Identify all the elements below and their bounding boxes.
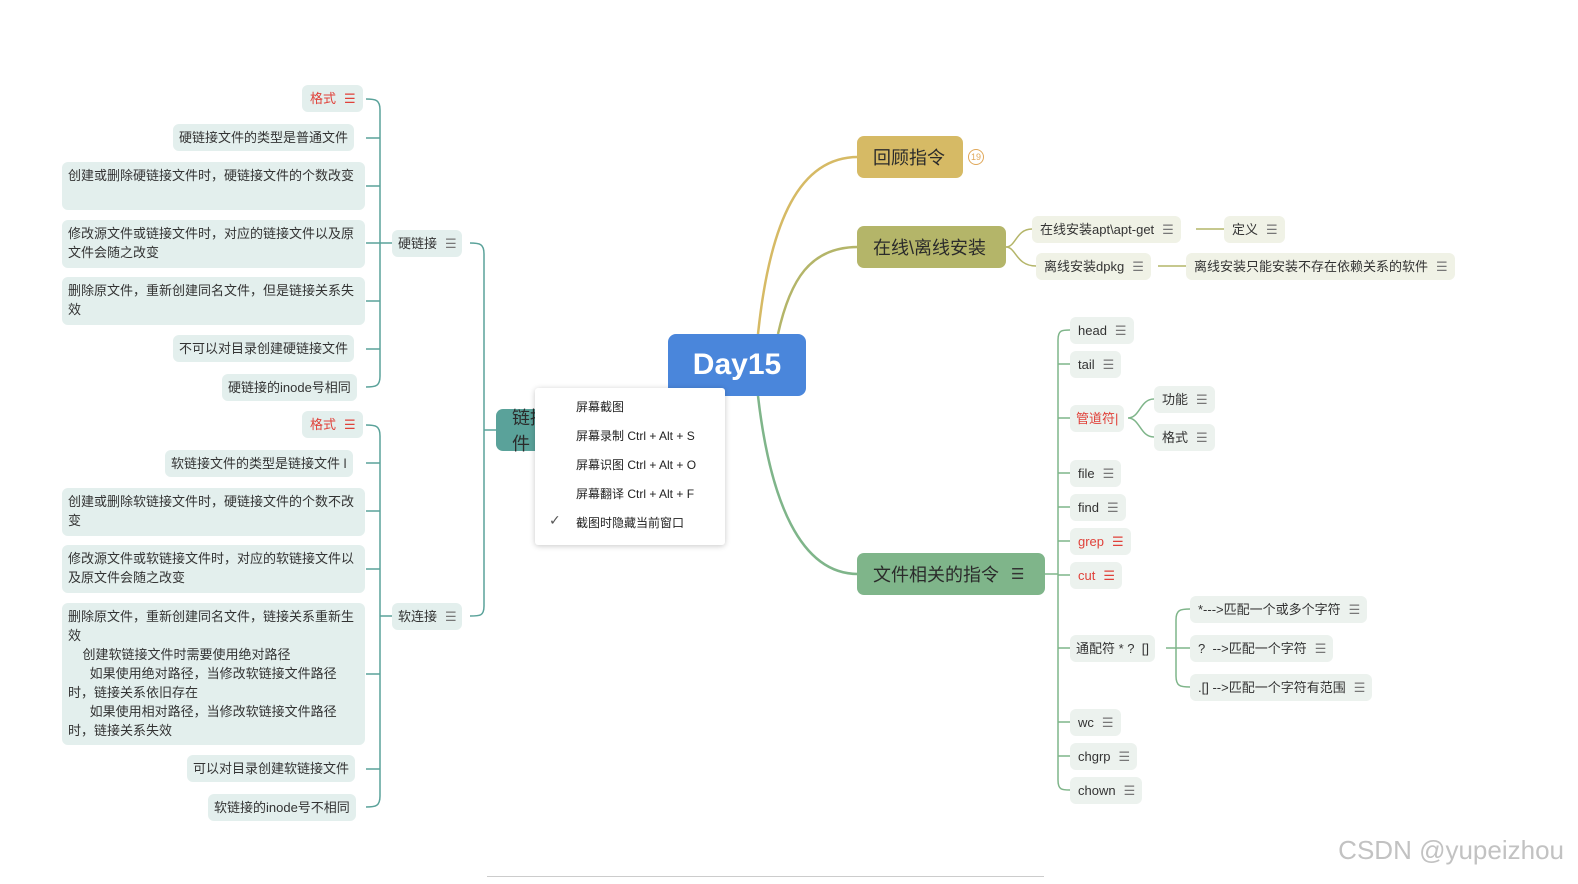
connector-soft-spine <box>365 424 392 808</box>
connector-review <box>756 155 859 335</box>
menu-item-translate[interactable]: 屏幕翻译 Ctrl + Alt + F <box>576 487 695 501</box>
note-icon: ☰ <box>1353 680 1366 695</box>
root-label: Day15 <box>692 348 782 381</box>
branch-review-label: 回顾指令 <box>873 148 945 168</box>
note-icon: ☰ <box>1162 222 1174 237</box>
note-icon: ☰ <box>1118 749 1131 764</box>
node-grep[interactable]: grep☰ <box>1070 528 1131 555</box>
node-find[interactable]: find☰ <box>1070 494 1126 521</box>
connector-links-spine <box>469 242 496 617</box>
node-offline-note[interactable]: 离线安装只能安装不存在依赖关系的软件☰ <box>1186 253 1455 280</box>
note-icon: ☰ <box>445 609 457 624</box>
connector-files <box>756 395 859 576</box>
node-wildcard-bracket[interactable]: .[] -->匹配一个字符有范围☰ <box>1190 674 1373 701</box>
connector-wildcard-sub <box>1166 608 1191 688</box>
watermark: CSDN @yupeizhou <box>1338 835 1564 865</box>
node-file[interactable]: file☰ <box>1070 460 1122 487</box>
node-chown[interactable]: chown☰ <box>1070 777 1143 804</box>
soft-item-format[interactable]: 格式☰ <box>302 411 363 438</box>
branch-files-label: 文件相关的指令 <box>873 565 999 585</box>
check-icon: ✓ <box>549 512 561 528</box>
note-icon: ☰ <box>344 417 356 432</box>
note-icon: ☰ <box>1011 566 1024 583</box>
menu-item-ocr[interactable]: 屏幕识图 Ctrl + Alt + O <box>576 458 697 472</box>
connector-install <box>776 245 859 335</box>
screenshot-context-menu: 屏幕截图 屏幕录制 Ctrl + Alt + S 屏幕识图 Ctrl + Alt… <box>535 388 725 545</box>
connector-online <box>1005 228 1033 248</box>
menu-item-screenshot[interactable]: 屏幕截图 <box>576 400 625 414</box>
note-icon: ☰ <box>1314 641 1327 656</box>
soft-item-modify[interactable]: 修改源文件或软链接文件时，对应的软链接文件以及原文件会随之改变 <box>62 545 365 593</box>
node-head[interactable]: head☰ <box>1070 317 1134 344</box>
node-wc[interactable]: wc☰ <box>1070 709 1121 736</box>
note-icon: ☰ <box>1436 259 1448 274</box>
node-wildcard-star[interactable]: *--->匹配一个或多个字符☰ <box>1190 596 1368 623</box>
connector-hard-spine <box>365 98 392 388</box>
soft-item-inode[interactable]: 软链接的inode号不相同 <box>208 794 356 821</box>
note-icon: ☰ <box>1101 715 1114 730</box>
hard-item-format[interactable]: 格式☰ <box>302 85 363 112</box>
node-wildcard[interactable]: 通配符 * ? [] <box>1070 635 1155 662</box>
node-online-def[interactable]: 定义☰ <box>1224 216 1285 243</box>
note-icon: ☰ <box>1132 259 1144 274</box>
node-soft-link[interactable]: 软连接☰ <box>392 603 462 630</box>
note-icon: ☰ <box>445 236 457 251</box>
note-icon: ☰ <box>1196 430 1208 445</box>
hard-item-delete[interactable]: 删除原文件，重新创建同名文件，但是链接关系失效 <box>62 277 365 325</box>
soft-item-type[interactable]: 软链接文件的类型是链接文件 l <box>165 450 353 477</box>
hard-item-inode[interactable]: 硬链接的inode号相同 <box>222 374 357 401</box>
branch-review[interactable]: 回顾指令 <box>857 136 963 178</box>
node-online-install[interactable]: 在线安装apt\apt-get☰ <box>1032 216 1181 243</box>
node-hard-link[interactable]: 硬链接☰ <box>392 230 462 257</box>
soft-item-dir[interactable]: 可以对目录创建软链接文件 <box>187 755 356 782</box>
connector-files-spine <box>1045 329 1071 791</box>
node-wildcard-question[interactable]: ? -->匹配一个字符☰ <box>1190 635 1334 662</box>
note-icon: ☰ <box>1102 357 1115 372</box>
note-icon: ☰ <box>1106 500 1119 515</box>
connector-pipe-sub <box>1127 398 1155 438</box>
note-icon: ☰ <box>1196 392 1208 407</box>
note-icon: ☰ <box>1348 602 1361 617</box>
node-pipe[interactable]: 管道符| <box>1070 405 1125 432</box>
hard-item-no-dir[interactable]: 不可以对目录创建硬链接文件 <box>173 335 355 362</box>
note-icon: ☰ <box>1123 783 1136 798</box>
node-chgrp[interactable]: chgrp☰ <box>1070 743 1138 770</box>
hard-item-count[interactable]: 创建或删除硬链接文件时，硬链接文件的个数改变 <box>62 162 365 210</box>
soft-item-delete[interactable]: 删除原文件，重新创建同名文件，链接关系重新生效 创建软链接文件时需要使用绝对路径… <box>62 603 365 745</box>
bottom-divider <box>487 876 1044 877</box>
note-icon: ☰ <box>1112 534 1124 549</box>
node-pipe-func[interactable]: 功能☰ <box>1154 386 1215 413</box>
review-count-badge[interactable]: 19 <box>968 149 984 165</box>
node-tail[interactable]: tail☰ <box>1070 351 1122 378</box>
branch-install-label: 在线\离线安装 <box>873 238 987 258</box>
node-pipe-fmt[interactable]: 格式☰ <box>1154 424 1215 451</box>
hard-item-modify[interactable]: 修改源文件或链接文件时，对应的链接文件以及原文件会随之改变 <box>62 220 365 268</box>
node-offline-install[interactable]: 离线安装dpkg☰ <box>1036 253 1151 280</box>
note-icon: ☰ <box>1102 466 1115 481</box>
menu-item-record[interactable]: 屏幕录制 Ctrl + Alt + S <box>576 429 695 443</box>
connector-files-branches <box>1058 363 1070 757</box>
hard-item-type[interactable]: 硬链接文件的类型是普通文件 <box>173 124 355 151</box>
root-node[interactable]: Day15 <box>668 334 806 396</box>
note-icon: ☰ <box>1266 222 1278 237</box>
note-icon: ☰ <box>344 91 356 106</box>
menu-item-hide-window[interactable]: 截图时隐藏当前窗口 <box>576 516 685 530</box>
connector-offline <box>1005 246 1037 267</box>
branch-files[interactable]: 文件相关的指令 ☰ <box>857 553 1045 595</box>
node-cut[interactable]: cut☰ <box>1070 562 1122 589</box>
branch-install[interactable]: 在线\离线安装 <box>857 226 1006 268</box>
note-icon: ☰ <box>1103 568 1115 583</box>
note-icon: ☰ <box>1114 323 1127 338</box>
soft-item-count[interactable]: 创建或删除软链接文件时，硬链接文件的个数不改变 <box>62 488 365 536</box>
